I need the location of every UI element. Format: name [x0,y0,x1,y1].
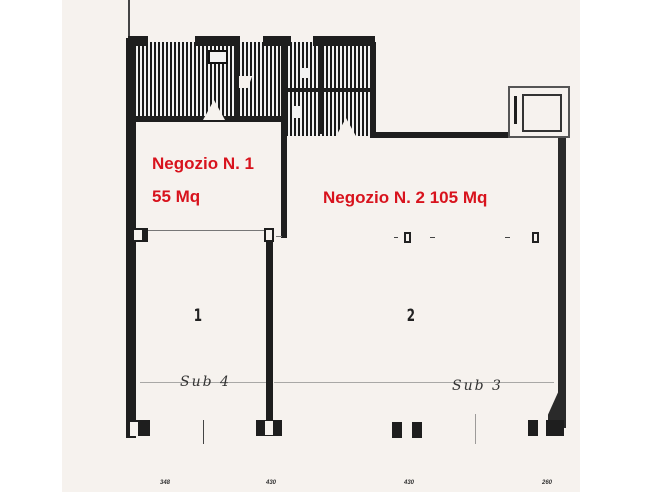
beam-line-shop-1 [140,230,266,231]
shop-1-title: Negozio N. 1 [152,154,255,173]
dimension-mark-3: 430 [404,480,415,486]
door-opening-shop-2 [335,118,357,138]
door-opening-shop-1 [203,100,225,120]
service-partition-vertical-2 [318,42,322,134]
shop-2-title: Negozio N. 2 105 Mq [323,188,488,207]
top-wall-3 [263,36,291,46]
shop-divider-wall [266,238,273,422]
service-right-wall [370,42,376,138]
dimension-mark-2: 430 [266,480,277,486]
dash-mark-3 [505,237,510,238]
sub-label-1: Sub 4 [180,374,231,390]
top-dimension-line [128,0,130,40]
pillar-bottom-4 [528,420,564,436]
service-partition-vertical [281,42,287,238]
socket-icon-2 [532,232,539,243]
pillar-top-left [132,228,148,242]
room-number-1: 1 [193,306,203,326]
pillar-bottom-1 [126,420,150,436]
dash-mark-2 [430,237,435,238]
elevator-shaft-detail [514,96,517,124]
beam-line-shop-2-left [276,236,282,237]
pillar-top-mid [264,228,274,242]
socket-icon-1 [404,232,411,243]
toilet-fixture-1 [300,68,308,78]
service-partition-mid [234,42,239,118]
right-outer-wall [558,138,566,428]
top-wall-4 [313,36,375,46]
dash-mark-1 [394,237,398,238]
left-outer-wall [126,38,134,438]
dimension-mark-4: 260 [542,480,553,486]
toilet-fixture-2 [292,106,302,118]
shop-1-area: 55 Mq [152,187,201,206]
pillar-bottom-2 [256,420,282,436]
axis-mark-1 [203,420,204,444]
room-number-2: 2 [406,306,416,326]
sub-label-2: Sub 3 [452,378,503,394]
pillar-bottom-3 [392,422,422,438]
top-wall-1 [128,36,148,46]
sink-fixture [208,50,228,64]
beam-line-bottom [140,382,266,383]
elevator-shaft-inner [522,94,562,132]
top-wall-2 [195,36,240,46]
shop-2-top-wall [372,132,514,138]
beam-line-bottom-2 [274,382,554,383]
axis-mark-2 [475,414,476,444]
dimension-mark-1: 348 [160,480,171,486]
service-area-left [130,42,280,118]
service-partition-horizontal [286,88,372,92]
